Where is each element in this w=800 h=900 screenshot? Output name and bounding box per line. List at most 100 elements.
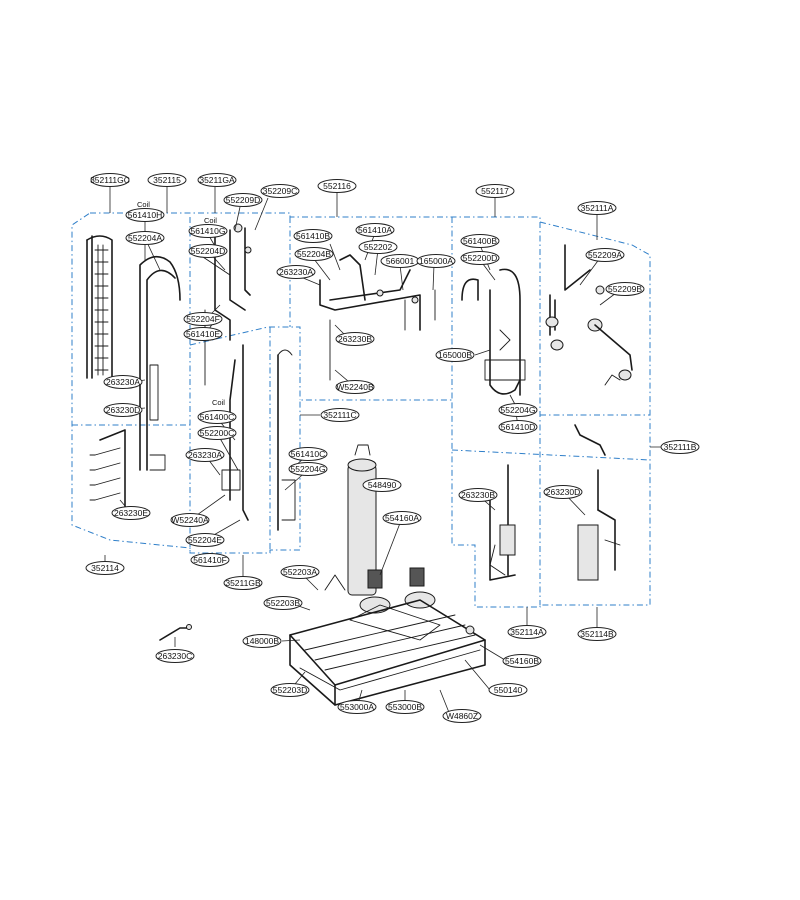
callout-ellipse xyxy=(170,513,210,527)
part-number-label: 35211GA xyxy=(199,175,235,185)
part-callout-c20: 561400B xyxy=(460,234,500,248)
left-lower-coil xyxy=(89,429,126,516)
callout-ellipse xyxy=(263,596,303,610)
part-callout-c24: 552204F xyxy=(183,312,223,326)
callout-ellipse xyxy=(260,184,300,198)
part-number-label: 561410G xyxy=(191,226,226,236)
callout-ellipse xyxy=(358,240,398,254)
parts-art xyxy=(86,223,633,706)
callout-ellipse xyxy=(507,625,547,639)
callout-ellipse xyxy=(288,462,328,476)
callout-ellipse xyxy=(103,403,143,417)
part-number-label: 550140 xyxy=(494,685,523,695)
part-callout-c15: 566001 xyxy=(380,254,420,268)
part-number-label: 352114 xyxy=(91,563,119,573)
part-callout-c57: 552203D xyxy=(270,683,310,697)
callout-ellipse xyxy=(197,410,237,424)
part-callout-c46: 552204E xyxy=(185,533,225,547)
part-callout-c52: 352114A xyxy=(507,625,547,639)
boundary-center-inner xyxy=(189,326,301,400)
callout-ellipse xyxy=(577,201,617,215)
part-callout-c36: 352111B xyxy=(660,440,700,454)
part-callout-c53: 352114B xyxy=(577,627,617,641)
part-number-label: 552203A xyxy=(283,567,317,577)
part-number-label: 552209B xyxy=(608,284,642,294)
part-number-label: 552200C xyxy=(200,428,235,438)
part-number-label: 553000A xyxy=(340,702,374,712)
callout-ellipse xyxy=(276,265,316,279)
part-number-label: 552200D xyxy=(463,253,498,263)
callout-ellipse xyxy=(488,683,528,697)
part-callout-c02: 352115 xyxy=(147,173,187,187)
part-number-label: 552203B xyxy=(266,598,300,608)
part-callout-c44: W52240A xyxy=(170,513,210,527)
part-callout-c55: 263230C xyxy=(155,649,195,663)
part-number-label: 352111B xyxy=(664,442,697,452)
callout-ellipse xyxy=(498,420,538,434)
part-number-label: 552202 xyxy=(364,242,393,252)
callout-ellipse xyxy=(223,193,263,207)
part-callout-c17: 263230A xyxy=(276,265,316,279)
part-number-label: 263230C xyxy=(158,651,193,661)
part-number-label: 352114A xyxy=(510,627,544,637)
callout-ellipse xyxy=(183,327,223,341)
part-number-label: 552116 xyxy=(323,181,351,191)
part-callout-c61: W4860Z xyxy=(442,709,482,723)
part-number-label: 165000B xyxy=(438,350,472,360)
part-callout-c42: 263230D xyxy=(543,485,583,499)
callout-ellipse xyxy=(362,478,402,492)
callout-ellipse xyxy=(416,254,456,268)
part-number-label: 561400B xyxy=(463,236,497,246)
part-number-label: 552209A xyxy=(588,250,622,260)
part-number-label: 561410H xyxy=(128,210,163,220)
callout-ellipse xyxy=(355,223,395,237)
callout-ellipse xyxy=(577,627,617,641)
part-callout-c60: 553000B xyxy=(385,700,425,714)
part-callout-c41: 263230B xyxy=(458,488,498,502)
part-callout-c11: 561410B xyxy=(293,229,333,243)
part-number-label: 554160A xyxy=(385,513,419,523)
part-number-label: 561410A xyxy=(358,225,392,235)
part-callout-c22: 552209A xyxy=(585,248,625,262)
part-callout-c19: 352111A xyxy=(577,201,617,215)
accumulator xyxy=(347,444,377,596)
part-callout-c26: 263230B xyxy=(335,332,375,346)
part-number-label: 552209D xyxy=(226,195,261,205)
part-number-label: 263230A xyxy=(188,450,222,460)
part-number-label: 352111GC xyxy=(90,175,130,185)
part-callout-c01: 352111GC xyxy=(90,173,130,187)
callout-ellipse xyxy=(382,511,422,525)
callout-ellipse xyxy=(280,565,320,579)
part-callout-c35: 552200C xyxy=(197,426,237,440)
callout-ellipse xyxy=(294,247,334,261)
boundary-right-h2 xyxy=(451,449,651,461)
part-callout-c54: 148000B xyxy=(242,634,282,648)
part-number-label: 352114B xyxy=(580,629,614,639)
part-callout-c47: 352114 xyxy=(85,561,125,575)
boundary-left-outer xyxy=(71,212,651,608)
callout-ellipse xyxy=(337,700,377,714)
part-callout-c39: 552204G xyxy=(288,462,328,476)
part-callout-c32: 552204G xyxy=(498,403,538,417)
part-callout-c37: 263230A xyxy=(185,448,225,462)
part-number-label: 148000B xyxy=(245,636,279,646)
callout-ellipse xyxy=(103,375,143,389)
part-number-label: 552204G xyxy=(501,405,536,415)
part-number-label: 552203D xyxy=(273,685,308,695)
part-callout-c03: 35211GA xyxy=(197,173,237,187)
callout-ellipse xyxy=(320,408,360,422)
callout-ellipse xyxy=(460,251,500,265)
part-number-label: 352111A xyxy=(581,203,614,213)
part-callout-c29: W52240B xyxy=(335,380,375,394)
part-number-label: 263230D xyxy=(546,487,581,497)
part-callout-c30: 263230D xyxy=(103,403,143,417)
callout-ellipse xyxy=(125,208,165,222)
part-callout-c50: 552203A xyxy=(280,565,320,579)
part-number-label: 552204E xyxy=(188,535,222,545)
callout-ellipse xyxy=(125,231,165,245)
callout-ellipse xyxy=(185,533,225,547)
part-callout-c33: 561410D xyxy=(498,420,538,434)
part-callout-c08: 552204A xyxy=(125,231,165,245)
part-number-label: 552204B xyxy=(297,249,331,259)
